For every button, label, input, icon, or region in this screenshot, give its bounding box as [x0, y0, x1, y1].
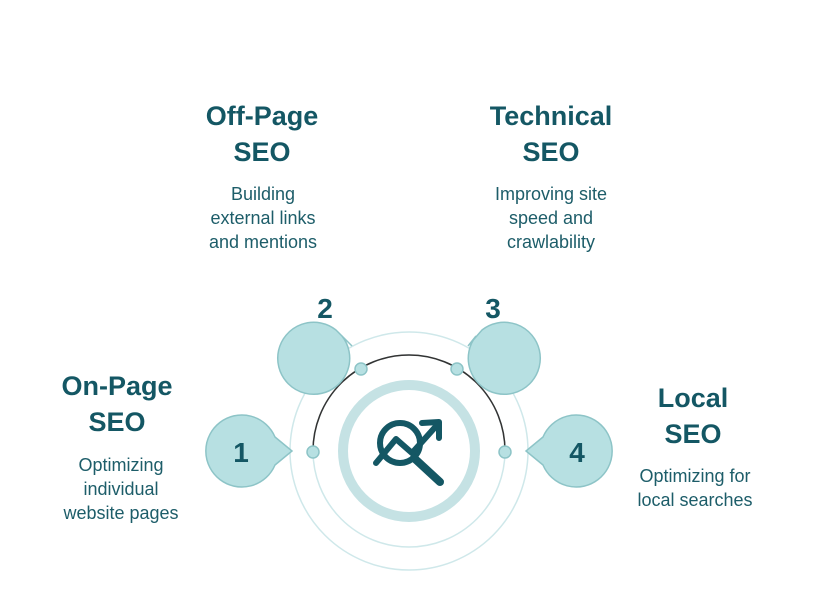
step-number-1: 1 — [233, 437, 249, 468]
step-title-3-line2: SEO — [522, 137, 580, 167]
step-desc-3: Improving site speed and crawlability — [431, 182, 671, 254]
step-desc-3-line1: Improving site — [494, 184, 608, 204]
arc-dot-2 — [354, 362, 368, 376]
step-desc-2-line1: Building — [230, 184, 296, 204]
step-bubble-2: 2 — [276, 293, 353, 396]
step-desc-1-line3: website pages — [63, 503, 179, 523]
step-title-3-line1: Technical — [489, 101, 613, 131]
step-number-3: 3 — [485, 293, 501, 324]
step-desc-2: Building external links and mentions — [143, 182, 383, 254]
step-desc-3-line2: speed and — [508, 208, 594, 228]
step-desc-2-line2: external links — [210, 208, 316, 228]
step-number-4: 4 — [569, 437, 585, 468]
step-title-4-line1: Local — [657, 383, 729, 413]
step-title-2: Off-Page SEO — [142, 98, 382, 170]
seo-growth-magnifier-icon — [373, 419, 444, 486]
step-number-2: 2 — [317, 293, 333, 324]
step-bubble-4: 4 — [524, 414, 613, 488]
step-desc-2-line3: and mentions — [208, 232, 318, 252]
step-title-2-line2: SEO — [233, 137, 291, 167]
step-desc-4: Optimizing for local searches — [575, 464, 815, 512]
arc-dot-1 — [306, 445, 320, 459]
connector-arc — [312, 354, 506, 452]
step-title-1-line1: On-Page — [61, 371, 173, 401]
step-desc-3-line3: crawlability — [506, 232, 596, 252]
step-title-4: Local SEO — [573, 380, 813, 452]
step-title-2-line1: Off-Page — [205, 101, 319, 131]
step-bubble-1: 1 — [205, 414, 294, 488]
step-desc-4-line1: Optimizing for — [639, 466, 751, 486]
arc-dot-3 — [450, 362, 464, 376]
step-desc-1-line2: individual — [83, 479, 159, 499]
step-desc-4-line2: local searches — [637, 490, 753, 510]
step-title-3: Technical SEO — [431, 98, 671, 170]
arc-dot-4 — [498, 445, 512, 459]
step-title-1: On-Page SEO — [0, 368, 237, 440]
step-title-4-line2: SEO — [664, 419, 722, 449]
step-bubble-3: 3 — [467, 293, 542, 396]
inner-ring — [338, 380, 480, 522]
step-title-1-line2: SEO — [88, 407, 146, 437]
step-desc-1-line1: Optimizing — [78, 455, 164, 475]
step-desc-1: Optimizing individual website pages — [1, 453, 241, 525]
